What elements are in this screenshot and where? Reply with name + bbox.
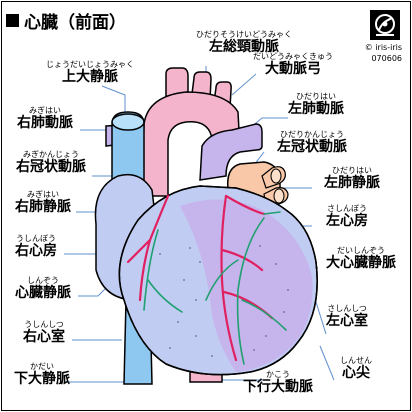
date-code-text: 070606 — [371, 54, 402, 63]
label-left-common-carotid-artery: ひだりそうけいどうみゃく 左総頸動脈 — [196, 30, 292, 55]
label-right-ventricle: うしんしつ 右心室 — [23, 320, 65, 345]
label-right-pulmonary-artery: みぎはい 右肺動脈 — [17, 106, 73, 131]
svc-opening — [111, 113, 145, 131]
label-left-pulmonary-vein: ひだりはい 左肺静脈 — [324, 166, 380, 191]
label-left-ventricle: さしんしつ 左心室 — [326, 304, 368, 329]
label-right-coronary-artery: みぎかんじょう 右冠状動脈 — [16, 150, 86, 175]
leader-lv — [315, 301, 327, 335]
left-ventricle-shade — [180, 199, 313, 372]
label-aortic-arch: だいどうみゃくきゅう 大動脈弓 — [253, 52, 333, 77]
surface-texture — [159, 245, 289, 357]
page-title: 心臓（前面） — [6, 8, 126, 33]
pulmonary-trunk — [199, 123, 263, 181]
label-cardiac-vein: しんぞう 心臓静脈 — [15, 276, 71, 301]
label-right-pulmonary-vein: みぎはい 右肺静脈 — [15, 190, 71, 215]
label-left-atrium: さしんぼう 左心房 — [326, 204, 368, 229]
label-inferior-vena-cava: かだい 下大静脈 — [14, 362, 70, 387]
logo-icon — [370, 10, 400, 40]
label-left-coronary-artery: ひだりかんじょう 左冠状動脈 — [277, 130, 347, 155]
leader-svc — [101, 85, 126, 112]
label-left-pulmonary-artery: ひだりはい 左肺動脈 — [288, 92, 344, 117]
coronary-veins — [143, 211, 287, 365]
square-bullet-icon — [6, 14, 19, 27]
label-great-cardiac-vein: だいしんぞう 大心臓静脈 — [326, 246, 396, 271]
copyright-text: © iris-iris — [364, 43, 402, 52]
label-descending-aorta: かこう 下行大動脈 — [243, 370, 313, 395]
title-text: 心臓（前面） — [24, 13, 126, 33]
label-superior-vena-cava: じょうだいじょうみゃく 上大静脈 — [46, 60, 134, 85]
leader-aa — [231, 73, 257, 96]
label-apex: しんせん 心尖 — [340, 356, 372, 381]
label-right-atrium: うしんぼう 右心房 — [15, 234, 57, 259]
leader-apex — [319, 345, 335, 381]
